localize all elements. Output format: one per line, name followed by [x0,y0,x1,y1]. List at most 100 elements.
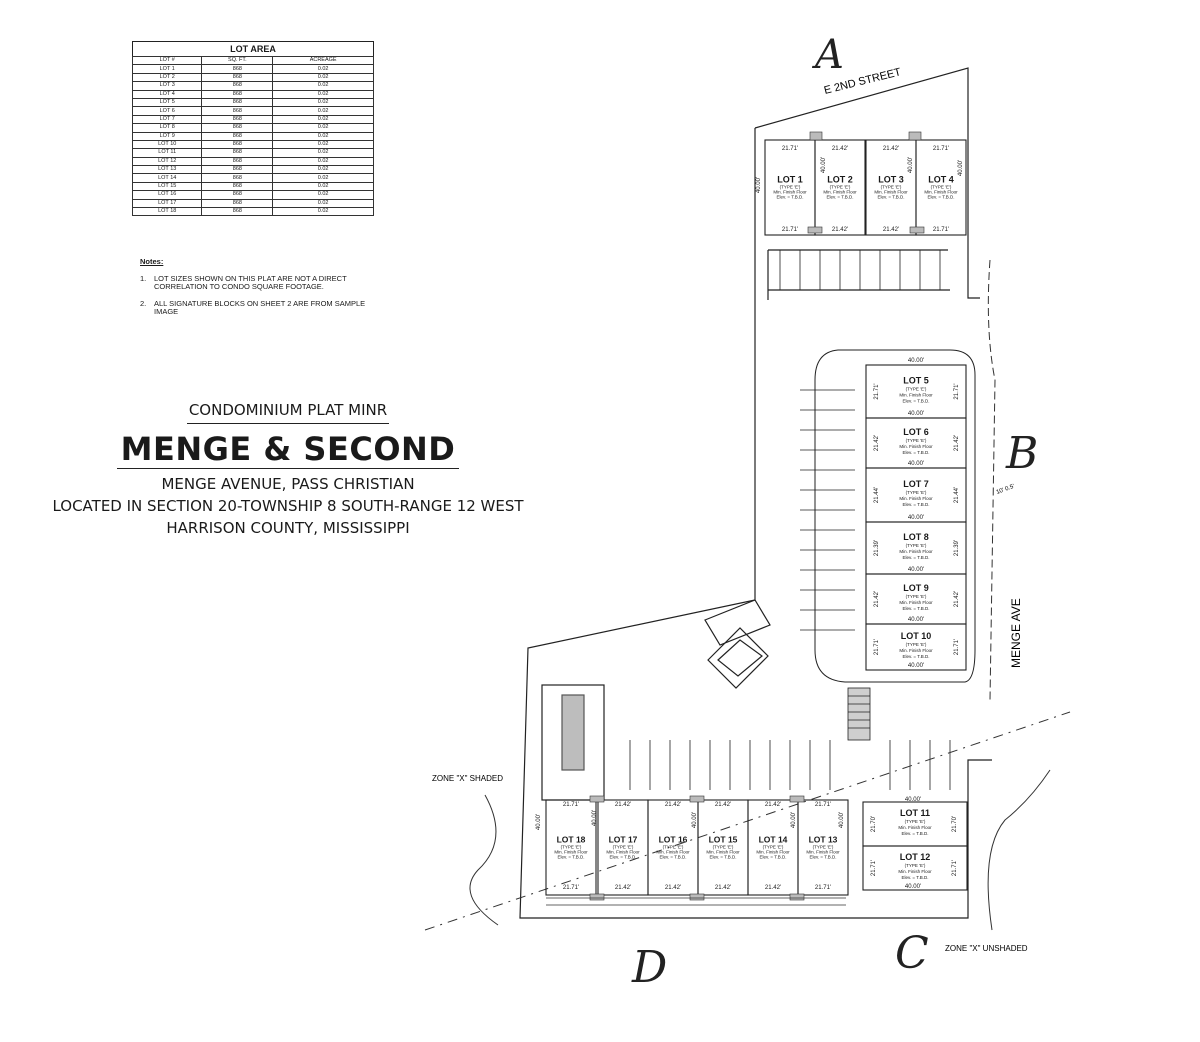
lot-floor-elevation-value: Elev. = T.B.D. [903,502,930,507]
lot-label: LOT 6 [903,427,929,437]
lot-floor-elevation: Min. Finish Floor [606,850,640,855]
parking-stalls-left [800,389,855,631]
lot-outline [797,799,849,896]
lot-floor-elevation-value: Elev. = T.B.D. [903,450,930,455]
lot-floor-elevation: Min. Finish Floor [924,190,958,195]
lot-label: LOT 13 [809,835,838,845]
notes-heading: Notes: [140,257,164,266]
lot-dimension-bottom: 21.42' [832,227,848,233]
lot-label: LOT 2 [827,175,853,185]
lot-dimension-right: 21.39' [954,540,960,556]
lot-dimension-bottom: 21.71' [782,227,798,233]
lot-floor-elevation: Min. Finish Floor [706,850,740,855]
lot-depth-dimension: 40.00' [821,157,827,173]
lot-dimension-top: 21.71' [815,802,831,808]
street-label-right: MENGE AVE [1009,598,1023,668]
lot-unit-type: (TYPE 'E') [905,819,926,824]
lot-depth-dimension: 40.00' [756,177,762,193]
lot-outline [915,139,967,236]
lot-floor-elevation: Min. Finish Floor [554,850,588,855]
lot-label: LOT 4 [928,175,954,185]
notes-block: Notes: 1. LOT SIZES SHOWN ON THIS PLAT A… [140,257,380,325]
lot-outline [862,845,968,891]
lot-dimension-bottom: 40.00' [908,617,924,623]
lot-floor-elevation-value: Elev. = T.B.D. [760,855,787,860]
lot-depth-dimension: 40.00' [592,810,598,826]
lot-floor-elevation-value: Elev. = T.B.D. [903,555,930,560]
lot-floor-elevation-value: Elev. = T.B.D. [903,606,930,611]
lot-dimension-right: 21.71' [954,383,960,399]
lot-dimension-right: 21.70' [952,816,958,832]
lot-depth-dimension: 40.00' [958,160,964,176]
lot-label: LOT 12 [900,852,931,862]
plat-type: CONDOMINIUM PLAT MINR [186,401,390,424]
lot-label: LOT 8 [903,532,929,542]
stair-marker [689,893,705,901]
lot-floor-elevation-value: Elev. = T.B.D. [903,654,930,659]
lot-floor-elevation: Min. Finish Floor [756,850,790,855]
sqft-cell: 868 [201,207,274,217]
lot-unit-type: (TYPE 'E') [663,845,684,850]
lot-dimension-left: 21.70' [871,816,877,832]
lot-floor-elevation: Min. Finish Floor [899,393,933,398]
lot-depth-dimension: 40.00' [536,814,542,830]
lot-dimension-right: 21.71' [952,860,958,876]
lot-label: LOT 11 [900,808,930,818]
lot-dimension-bottom: 21.42' [883,227,899,233]
crosswalk [847,687,871,741]
lot-floor-elevation-value: Elev. = T.B.D. [710,855,737,860]
lot-label: LOT 7 [903,479,929,489]
project-address: MENGE AVENUE, PASS CHRISTIAN [161,475,415,493]
lot-unit-type: (TYPE 'E') [906,438,927,443]
stair-marker [789,893,805,901]
stair-marker [807,226,823,234]
lot-unit-type: (TYPE 'E') [906,387,927,392]
lot-label: LOT 10 [901,631,932,641]
lot-dimension-right: 21.44' [954,487,960,503]
lot-dimension-top: 40.00' [908,358,924,364]
note-text: ALL SIGNATURE BLOCKS ON SHEET 2 ARE FROM… [154,298,366,316]
lot-floor-elevation: Min. Finish Floor [823,190,857,195]
lot-label: LOT 17 [609,835,638,845]
note-item: 2. ALL SIGNATURE BLOCKS ON SHEET 2 ARE F… [140,298,380,317]
lot-dimension-bottom: 40.00' [908,461,924,467]
lot-area-title: LOT AREA [132,41,374,56]
lot-dimension-bottom: 40.00' [908,411,924,417]
stair-marker [908,131,922,141]
lot-dimension-bottom: 40.00' [908,663,924,669]
lot-unit-type: (TYPE 'E') [906,543,927,548]
parking-stalls-top [779,250,941,290]
lot-outline [865,467,967,523]
note-number: 2. [140,298,147,308]
lot-dimension-bottom: 21.42' [715,885,731,891]
acreage-cell: 0.02 [272,207,374,217]
lot-dimension-right: 21.71' [954,639,960,655]
parking-edge [767,249,950,300]
lot-dimension-bottom: 40.00' [908,515,924,521]
stair-marker [809,131,823,141]
stair-marker [589,795,605,803]
note-item: 1. LOT SIZES SHOWN ON THIS PLAT ARE NOT … [140,274,380,292]
lot-unit-type: (TYPE 'E') [780,185,801,190]
lot-dimension-top: 21.71' [933,146,949,152]
stair-marker [909,226,925,234]
lot-dimension-right: 21.42' [954,591,960,607]
lot-unit-type: (TYPE 'E') [906,642,927,647]
dumpster-pads [704,599,771,689]
lot-dimension-bottom: 21.42' [665,885,681,891]
lot-depth-dimension: 40.00' [791,812,797,828]
lot-depth-dimension: 40.00' [839,812,845,828]
lot-unit-type: (TYPE 'E') [561,845,582,850]
stair-marker [789,795,805,803]
lot-dimension-left: 21.42' [874,435,880,451]
lot-dimension-top: 40.00' [905,797,921,803]
lot-label: LOT 5 [903,376,929,386]
